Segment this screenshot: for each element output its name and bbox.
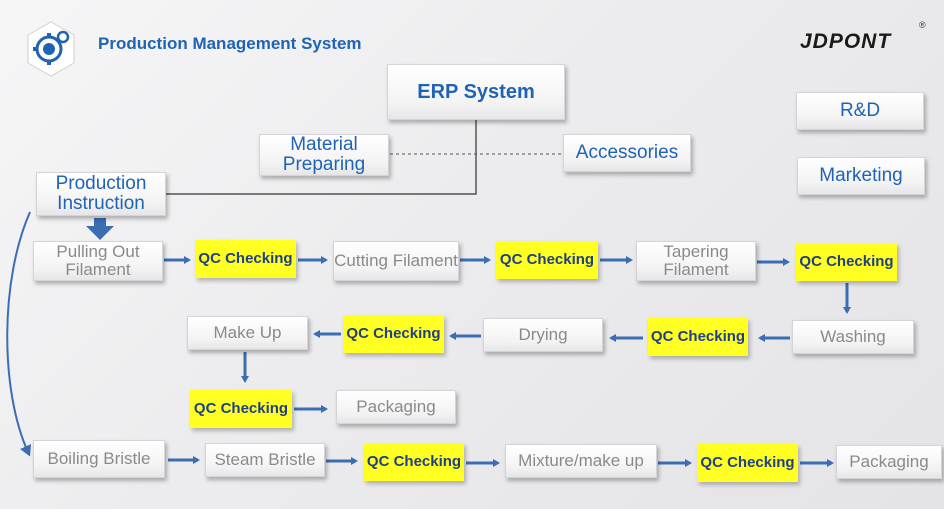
registered-mark: ® [919,20,926,30]
rnd-node: R&D [796,92,924,130]
cutting-filament-node: Cutting Filament [333,241,459,281]
gear-worker-icon [22,20,80,78]
production-down-arrow [86,218,114,240]
qc-checking-3: QC Checking [796,243,897,281]
qc-checking-4: QC Checking [648,318,748,356]
boiling-bristle-node: Boiling Bristle [33,440,165,478]
page-title: Production Management System [98,34,362,53]
accessories-node: Accessories [563,134,691,172]
pulling-out-filament-node: Pulling Out Filament [33,241,163,281]
drying-node: Drying [483,318,603,352]
brand-logo: JDPONT [800,30,892,53]
packaging-node-1: Packaging [336,390,456,424]
marketing-node: Marketing [797,157,925,195]
left-curve-arrow [6,211,32,457]
tapering-filament-node: Tapering Filament [636,241,756,281]
qc-checking-2: QC Checking [496,241,598,279]
packaging-node-2: Packaging [836,445,942,479]
qc-checking-8: QC Checking [697,444,798,482]
erp-link-line [166,120,477,195]
qc-checking-6: QC Checking [190,390,292,428]
steam-bristle-node: Steam Bristle [205,443,325,477]
production-instruction-node: Production Instruction [36,172,166,216]
erp-system-node: ERP System [387,64,565,120]
qc-checking-7: QC Checking [364,443,464,481]
washing-node: Washing [792,320,914,354]
qc-checking-5: QC Checking [343,315,444,353]
material-preparing-node: Material Preparing [259,134,389,176]
make-up-node: Make Up [187,316,308,350]
qc-checking-1: QC Checking [195,240,296,278]
mixture-make-up-node: Mixture/make up [505,444,657,478]
